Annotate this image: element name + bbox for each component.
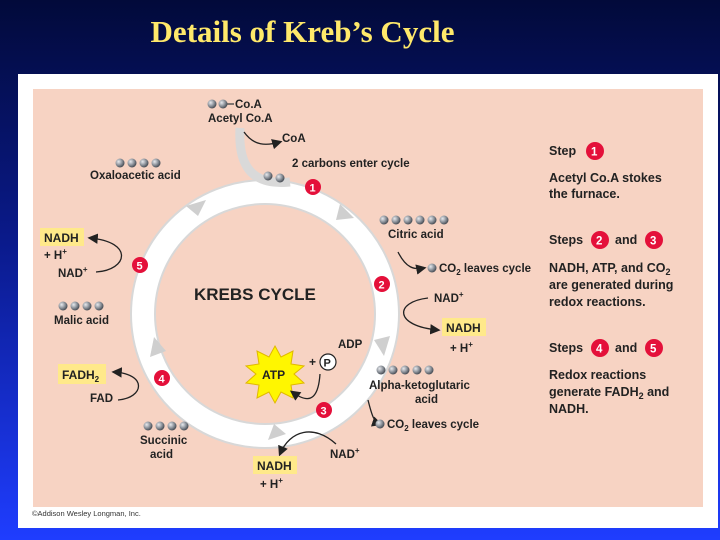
- ring-arrow: [374, 336, 390, 356]
- oxaloacetic-molecule: [115, 158, 161, 168]
- co2-molecule-2: [375, 419, 385, 429]
- legend-badge-5: [645, 339, 663, 357]
- diagram-panel: KREBS CYCLE Co.A Acetyl Co.A CoA 2 carbo…: [18, 74, 718, 528]
- atp-burst: [244, 344, 306, 405]
- h-plus-label-3: + H+: [44, 247, 67, 262]
- svg-text:1: 1: [310, 183, 316, 195]
- step-badge-3: 3: [316, 402, 332, 418]
- nadh-box-2: [253, 456, 297, 474]
- legend-badge-1-num: 1: [591, 147, 598, 159]
- ring-arrow: [150, 337, 166, 357]
- step-badge-5: 5: [132, 257, 148, 273]
- step-badge-4: 4: [154, 370, 170, 386]
- nad-plus-label-3: NAD+: [58, 265, 88, 280]
- alpha-kg-label-1: Alpha-ketoglutaric: [369, 380, 471, 392]
- atp-label: ATP: [262, 368, 285, 382]
- legend-step1-line2: the furnace.: [549, 187, 620, 201]
- nad-arrow-2: [278, 431, 337, 457]
- co2-leaves-label-2: CO2 leaves cycle: [387, 419, 479, 433]
- svg-text:5: 5: [137, 261, 143, 273]
- ring-arrow: [336, 204, 354, 220]
- coa-release-label: CoA: [282, 133, 306, 145]
- legend-step45-line3: NADH.: [549, 402, 589, 416]
- cycle-title: KREBS CYCLE: [194, 285, 316, 304]
- ring-arrow: [268, 424, 286, 440]
- malic-acid-molecule: [58, 301, 104, 311]
- nadh-box-1: [442, 318, 486, 336]
- citric-acid-molecule: [379, 215, 449, 225]
- legend-step-word: Step: [549, 144, 576, 158]
- legend-badge-4: [591, 339, 609, 357]
- citric-acid-label: Citric acid: [388, 229, 444, 241]
- fadh2-label: FADH2: [62, 368, 100, 384]
- coa-release-arrow: [243, 131, 283, 150]
- nad-arrow-3: [87, 233, 122, 273]
- entry-arrow: [235, 127, 291, 187]
- legend-steps-word-1: Steps: [549, 233, 583, 247]
- slide-title: Details of Kreb’s Cycle: [150, 14, 455, 49]
- succinic-label-2: acid: [150, 449, 173, 461]
- legend-and-word-1: and: [615, 233, 637, 247]
- legend-badge-3-num: 3: [650, 236, 656, 248]
- legend-steps-word-2: Steps: [549, 341, 583, 355]
- svg-text:2: 2: [379, 280, 385, 292]
- fad-arrow: [111, 367, 140, 401]
- phosphate-circle: [319, 353, 337, 371]
- legend-step1-line1: Acetyl Co.A stokes: [549, 171, 662, 185]
- nad-plus-label-1: NAD+: [434, 290, 464, 305]
- legend: Step 1 Acetyl Co.A stokes the furnace. S…: [549, 142, 673, 416]
- succinic-acid-molecule: [143, 421, 189, 431]
- step-badge-2: 2: [374, 276, 390, 292]
- legend-badge-2: [591, 231, 609, 249]
- fad-label: FAD: [90, 393, 113, 405]
- nadh-box-3: [40, 228, 84, 246]
- nadh-label-1: NADH: [446, 321, 481, 335]
- acetyl-coa-label: Acetyl Co.A: [208, 113, 273, 125]
- malic-acid-label: Malic acid: [54, 315, 109, 327]
- succinic-label-1: Succinic: [140, 435, 188, 447]
- phosphate-label: P: [324, 358, 331, 370]
- coa-top-label: Co.A: [235, 99, 262, 111]
- legend-and-word-2: and: [615, 341, 637, 355]
- step-badge-1: 1: [305, 179, 321, 195]
- h-plus-label-2: + H+: [260, 476, 283, 491]
- co2-molecule-1: [427, 263, 437, 273]
- nad-plus-label-2: NAD+: [330, 446, 360, 461]
- fadh2-box: [58, 364, 106, 384]
- alpha-ketoglutaric-molecule: [376, 365, 434, 375]
- ring-arrow: [186, 200, 206, 216]
- legend-badge-1: [586, 142, 604, 160]
- co2-arrow-1: [397, 251, 427, 275]
- nad-arrow-1: [403, 297, 441, 335]
- svg-text:3: 3: [321, 406, 327, 418]
- legend-badge-5-num: 5: [650, 344, 657, 356]
- nadh-label-3: NADH: [44, 231, 79, 245]
- acetyl-coa-molecule: [207, 99, 234, 109]
- nadh-label-2: NADH: [257, 459, 292, 473]
- atp-arrow: [289, 373, 321, 401]
- oxaloacetic-label: Oxaloacetic acid: [90, 170, 181, 182]
- adp-label: ADP: [338, 339, 363, 351]
- legend-badge-4-num: 4: [596, 344, 603, 356]
- legend-step23-line2: are generated during: [549, 278, 673, 292]
- legend-badge-2-num: 2: [596, 236, 602, 248]
- co2-leaves-label-1: CO2 leaves cycle: [439, 263, 531, 277]
- legend-step45-line2: generate FADH2 and: [549, 385, 669, 401]
- two-carbons-label: 2 carbons enter cycle: [292, 158, 410, 170]
- legend-step45-line1: Redox reactions: [549, 368, 646, 382]
- krebs-cycle-diagram: KREBS CYCLE Co.A Acetyl Co.A CoA 2 carbo…: [32, 89, 703, 518]
- legend-step23-line3: redox reactions.: [549, 295, 646, 309]
- alpha-kg-label-2: acid: [415, 394, 438, 406]
- h-plus-label-1: + H+: [450, 340, 473, 355]
- plus-label: +: [309, 355, 316, 369]
- cycle-ring: [130, 179, 400, 449]
- legend-badge-3: [645, 231, 663, 249]
- svg-text:4: 4: [159, 374, 166, 386]
- legend-step23-line1: NADH, ATP, and CO2: [549, 261, 670, 277]
- two-carbon-molecule: [263, 171, 285, 183]
- copyright-credit: ©Addison Wesley Longman, Inc.: [32, 509, 141, 518]
